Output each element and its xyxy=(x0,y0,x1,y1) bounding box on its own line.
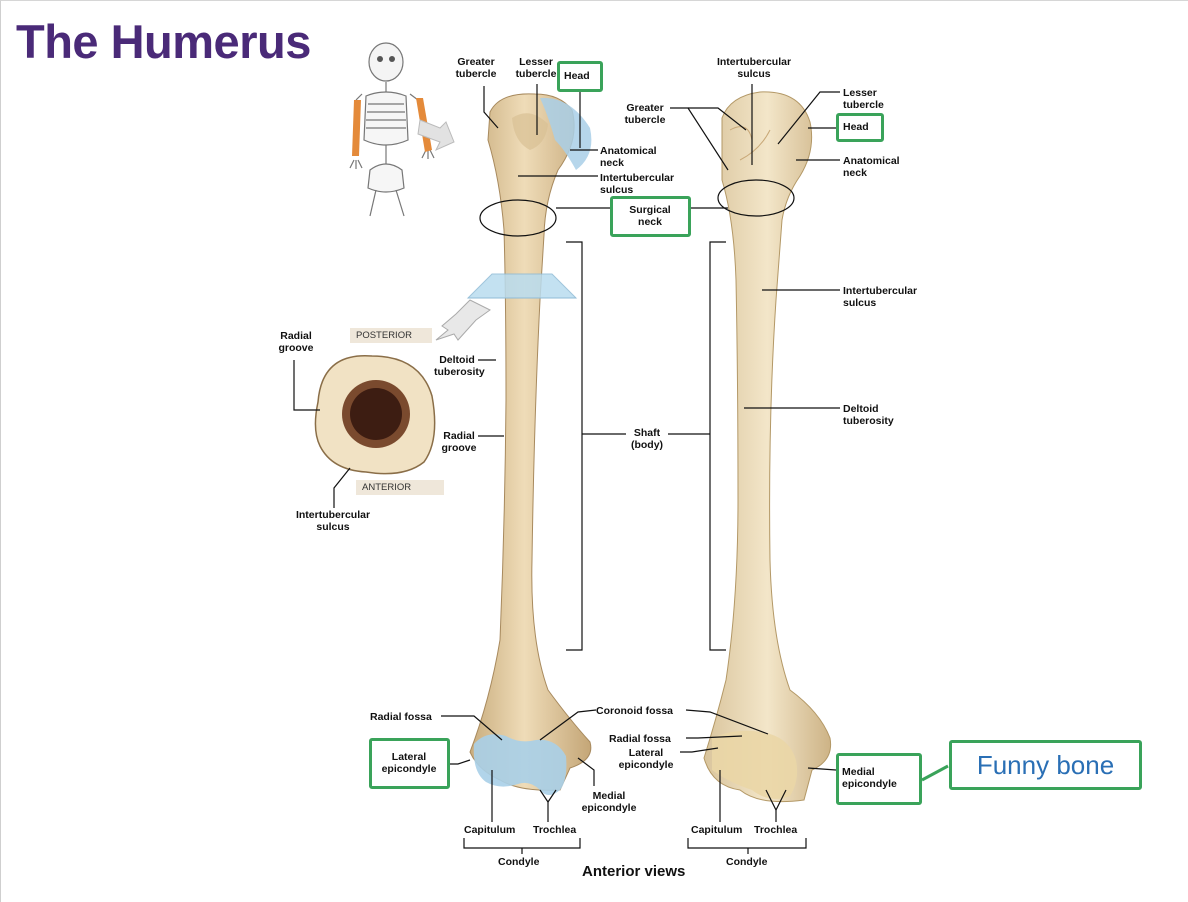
label-greater-tubercle: Greater tubercle xyxy=(455,56,497,80)
label-r-lesser-tubercle: Lesser tubercle xyxy=(843,87,884,111)
label-cs-intertubercular-sulcus: Intertubercular sulcus xyxy=(295,509,371,533)
label-coronoid-fossa: Coronoid fossa xyxy=(596,705,674,717)
label-r-condyle: Condyle xyxy=(726,856,768,868)
highlight-box-head xyxy=(557,61,603,92)
label-trochlea: Trochlea xyxy=(533,824,577,836)
label-lesser-tubercle: Lesser tubercle xyxy=(515,56,557,80)
label-cs-radial-groove: Radial groove xyxy=(278,330,314,354)
label-head: Head xyxy=(564,70,590,82)
page-title: The Humerus xyxy=(16,15,311,68)
highlight-box-surgical-neck xyxy=(610,196,691,237)
label-anatomical-neck: Anatomical neck xyxy=(600,145,657,169)
highlight-box-r-head xyxy=(836,113,884,142)
label-r-greater-tubercle: Greater tubercle xyxy=(624,102,666,126)
upper-arm-highlight-left xyxy=(352,100,361,156)
funny-bone-callout: Funny bone xyxy=(949,740,1142,790)
label-r-lateral-epicondyle: Lateral epicondyle xyxy=(618,747,674,771)
label-posterior: POSTERIOR xyxy=(350,328,432,343)
leader-lines xyxy=(293,84,949,854)
label-capitulum: Capitulum xyxy=(464,824,516,836)
skeleton-thumbnail-icon xyxy=(349,42,435,217)
label-medial-epicondyle: Medial epicondyle xyxy=(581,790,637,814)
anterior-humerus-illustration xyxy=(466,93,592,795)
label-r-medial-epicondyle: Medial epicondyle xyxy=(842,766,897,790)
second-humerus-illustration xyxy=(703,91,832,803)
label-radial-fossa: Radial fossa xyxy=(370,711,432,723)
highlight-box-r-medial-epicondyle xyxy=(836,753,922,805)
label-r-capitulum: Capitulum xyxy=(691,824,743,836)
label-r-head: Head xyxy=(843,121,869,133)
label-condyle: Condyle xyxy=(498,856,540,868)
footer-caption: Anterior views xyxy=(582,863,686,880)
label-surgical-neck: Surgical neck xyxy=(629,204,671,228)
label-shaft: Shaft (body) xyxy=(630,427,664,451)
label-r-anatomical-neck: Anatomical neck xyxy=(843,155,900,179)
cross-section-illustration xyxy=(314,299,491,475)
highlight-box-lateral-epicondyle xyxy=(369,738,450,789)
label-anterior: ANTERIOR xyxy=(356,480,444,495)
label-deltoid-tuberosity: Deltoid tuberosity xyxy=(434,354,485,378)
label-r-deltoid-tuberosity: Deltoid tuberosity xyxy=(843,403,894,427)
pointer-arrow-icon xyxy=(417,119,455,152)
label-r-radial-fossa: Radial fossa xyxy=(609,733,671,745)
label-r-intertubercular-sulcus-top: Intertubercular sulcus xyxy=(716,56,792,80)
label-radial-groove: Radial groove xyxy=(441,430,477,454)
label-lateral-epicondyle: Lateral epicondyle xyxy=(381,751,437,775)
label-r-intertubercular-sulcus: Intertubercular sulcus xyxy=(843,285,918,309)
label-r-trochlea: Trochlea xyxy=(754,824,798,836)
label-intertubercular-sulcus: Intertubercular sulcus xyxy=(600,172,675,196)
